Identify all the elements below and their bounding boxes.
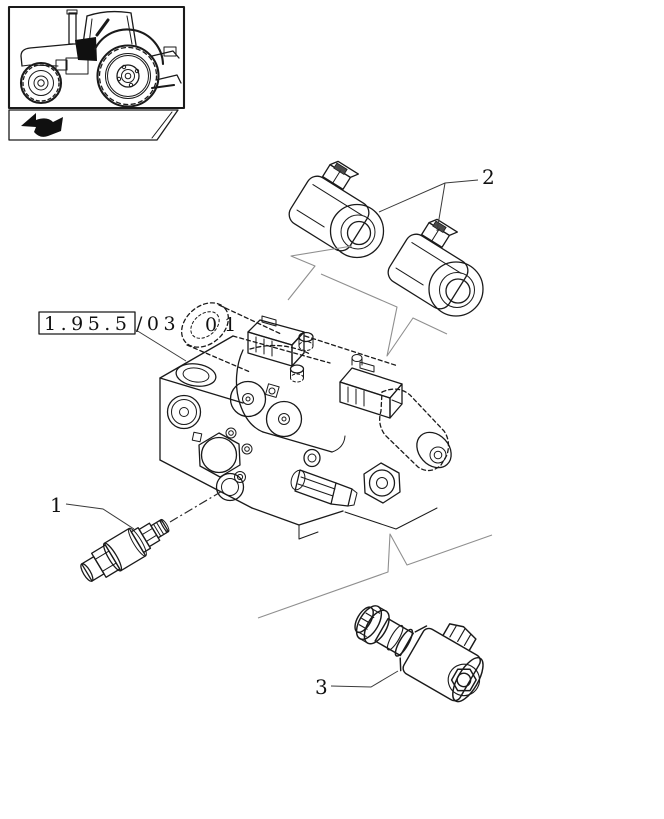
thumbnail-frame — [7, 5, 186, 110]
reference-suffix-text: /03 — [136, 313, 180, 335]
part-label-2[interactable]: 2 — [482, 165, 495, 189]
connector-block-left — [247, 315, 305, 367]
assembly-axis-line — [169, 489, 225, 523]
reference-box — [38, 311, 136, 335]
pressure-switch-part1 — [80, 489, 225, 582]
reference-leader-line — [135, 329, 187, 362]
page-turn-tab[interactable] — [8, 109, 179, 141]
leader-part3 — [330, 670, 399, 688]
reference-callout[interactable]: 1.95.5 /03 01 — [38, 311, 243, 362]
solenoid-valve-part3 — [354, 605, 484, 703]
pointer-arrow-upper-left — [287, 245, 353, 301]
valve-assembly — [159, 302, 452, 540]
pointer-arrows — [257, 245, 493, 619]
part-labels: 1 2 3 — [50, 165, 495, 699]
tab-outline — [8, 109, 179, 141]
pilot-tube-hidden — [180, 302, 282, 373]
hex-plug-bottom — [290, 469, 358, 507]
part-label-3[interactable]: 3 — [315, 675, 328, 699]
tractor-side-view-icon — [19, 9, 182, 108]
leader-part1 — [65, 503, 135, 530]
tractor-thumbnail — [7, 5, 186, 110]
reference-boxed-text: 1.95.5 — [44, 313, 131, 335]
connector-block-right — [339, 354, 403, 419]
reference-sheet-text: 01 — [205, 314, 243, 336]
leader-part2 — [378, 179, 479, 232]
pointer-arrow-upper-right — [320, 273, 448, 357]
break-line-lower — [257, 533, 493, 619]
tab-slash — [151, 111, 173, 139]
page-turn-arrow-icon — [21, 113, 63, 137]
solenoid-coil-left — [288, 160, 385, 259]
part-label-1[interactable]: 1 — [50, 493, 63, 517]
valve-right-section — [344, 388, 452, 530]
manifold-left-block — [159, 335, 344, 540]
solenoid-coil-right — [387, 218, 484, 317]
valve-center-body — [229, 331, 399, 468]
